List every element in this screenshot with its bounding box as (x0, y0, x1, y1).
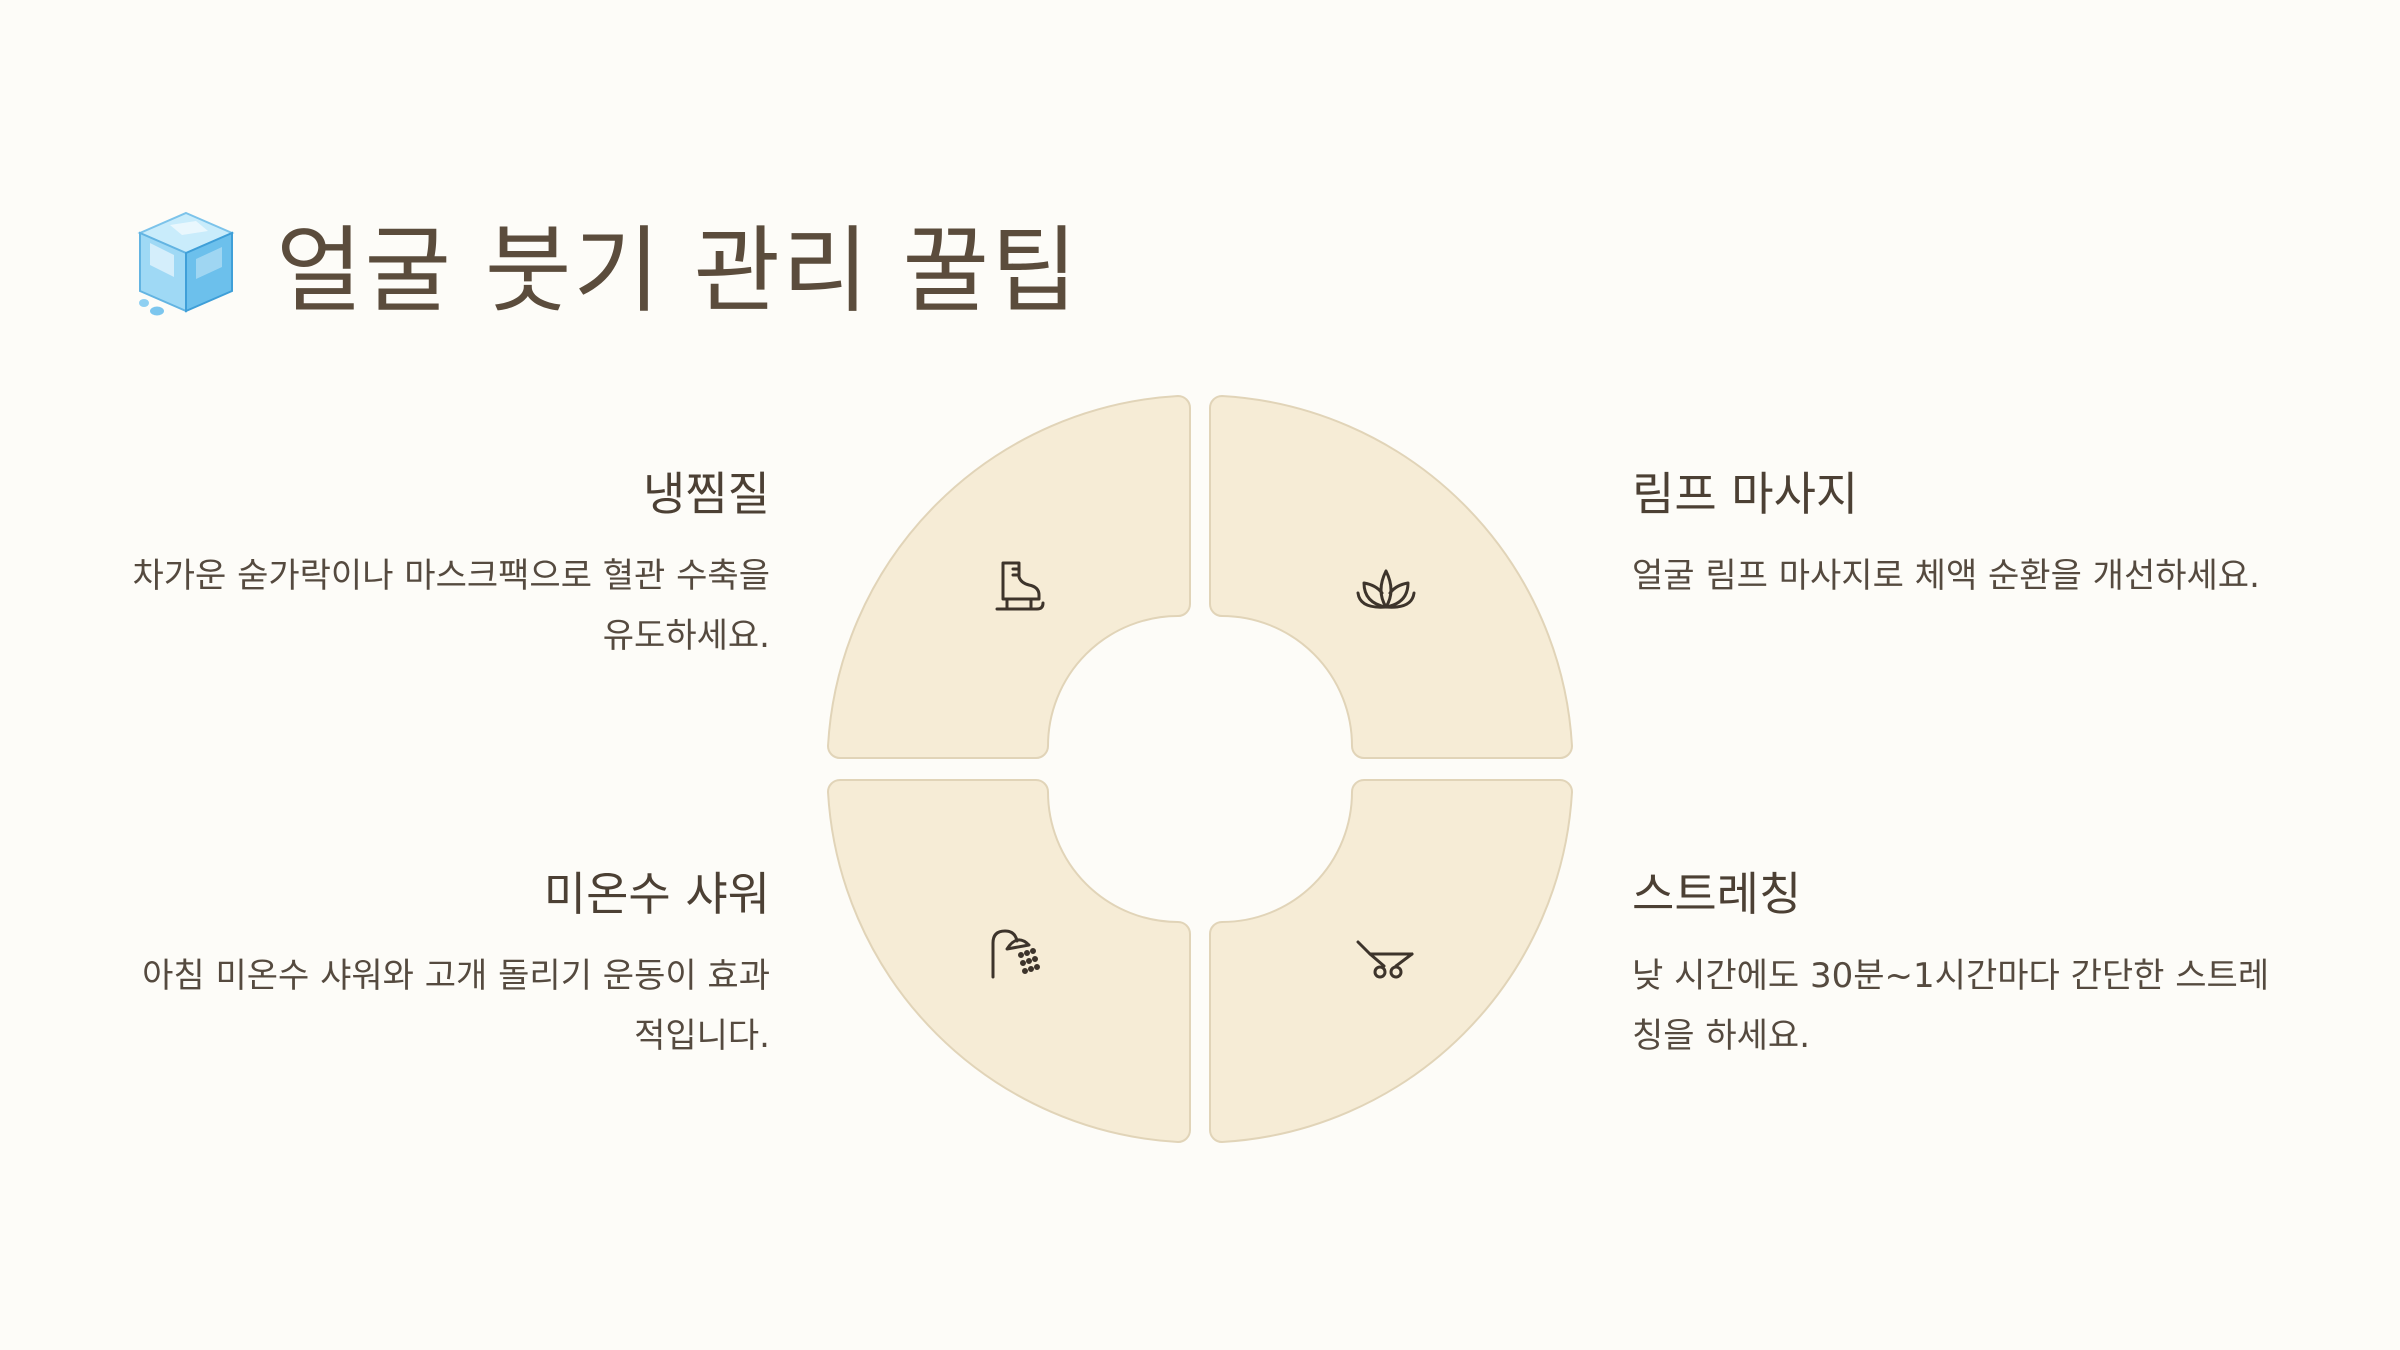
tip-lymph-massage: 림프 마사지 얼굴 림프 마사지로 체액 순환을 개선하세요. (1632, 466, 2272, 606)
tip-warm-shower: 미온수 샤워 아침 미온수 샤워와 고개 돌리기 운동이 효과적입니다. (130, 866, 770, 1066)
ice-cube-icon (137, 211, 235, 316)
lotus-icon (1356, 569, 1416, 609)
tip-title: 스트레칭 (1632, 867, 1802, 921)
tip-title: 미온수 샤워 (543, 867, 770, 921)
tip-description: 낮 시간에도 30분~1시간마다 간단한 스트레칭을 하세요. (1632, 956, 2270, 1056)
tip-description: 아침 미온수 샤워와 고개 돌리기 운동이 효과적입니다. (142, 956, 770, 1056)
title-row: 얼굴 붓기 관리 꿀팁 (130, 198, 1079, 328)
tip-stretching: 스트레칭 낮 시간에도 30분~1시간마다 간단한 스트레칭을 하세요. (1632, 866, 2272, 1066)
segment-warm-shower[interactable] (826, 779, 1191, 1144)
tip-description: 얼굴 림프 마사지로 체액 순환을 개선하세요. (1632, 556, 2260, 596)
tip-title: 냉찜질 (643, 467, 770, 521)
cart-icon (1356, 940, 1414, 979)
shower-icon (991, 929, 1040, 979)
tip-title: 림프 마사지 (1632, 467, 1859, 521)
tip-description: 차가운 숟가락이나 마스크팩으로 혈관 수축을 유도하세요. (132, 556, 770, 656)
page-title: 얼굴 붓기 관리 꿀팁 (276, 217, 1080, 326)
tip-cold-compress: 냉찜질 차가운 숟가락이나 마스크팩으로 혈관 수축을 유도하세요. (130, 466, 770, 666)
segment-stretching[interactable] (1209, 779, 1574, 1144)
segment-cold-compress[interactable] (826, 394, 1191, 759)
segment-lymph-massage[interactable] (1209, 394, 1574, 759)
ice-skate-icon (995, 561, 1045, 611)
